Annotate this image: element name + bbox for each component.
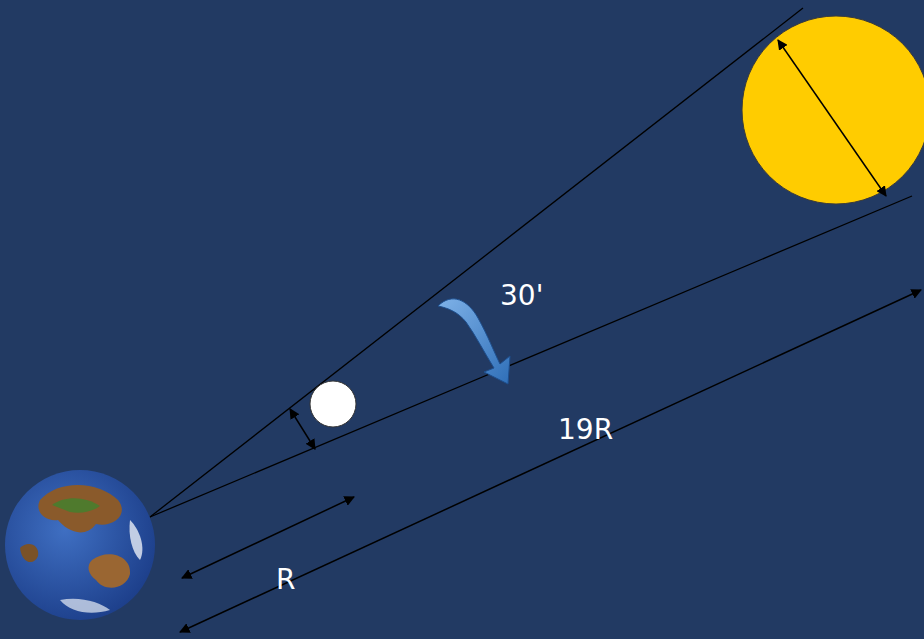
angle-arrow [438, 299, 510, 384]
moon-diameter-arrow [290, 409, 315, 449]
distance-label: R [276, 566, 295, 594]
sight-line [150, 8, 803, 517]
sun-diameter-arrow [778, 40, 886, 196]
sight-line [150, 196, 912, 517]
distance-arrow [182, 497, 354, 578]
earth [5, 470, 155, 620]
distance-arrow [180, 290, 921, 632]
sun [742, 16, 924, 204]
angle-label: 30' [500, 282, 543, 310]
distance-label: 19R [558, 416, 613, 444]
moon [310, 381, 356, 427]
